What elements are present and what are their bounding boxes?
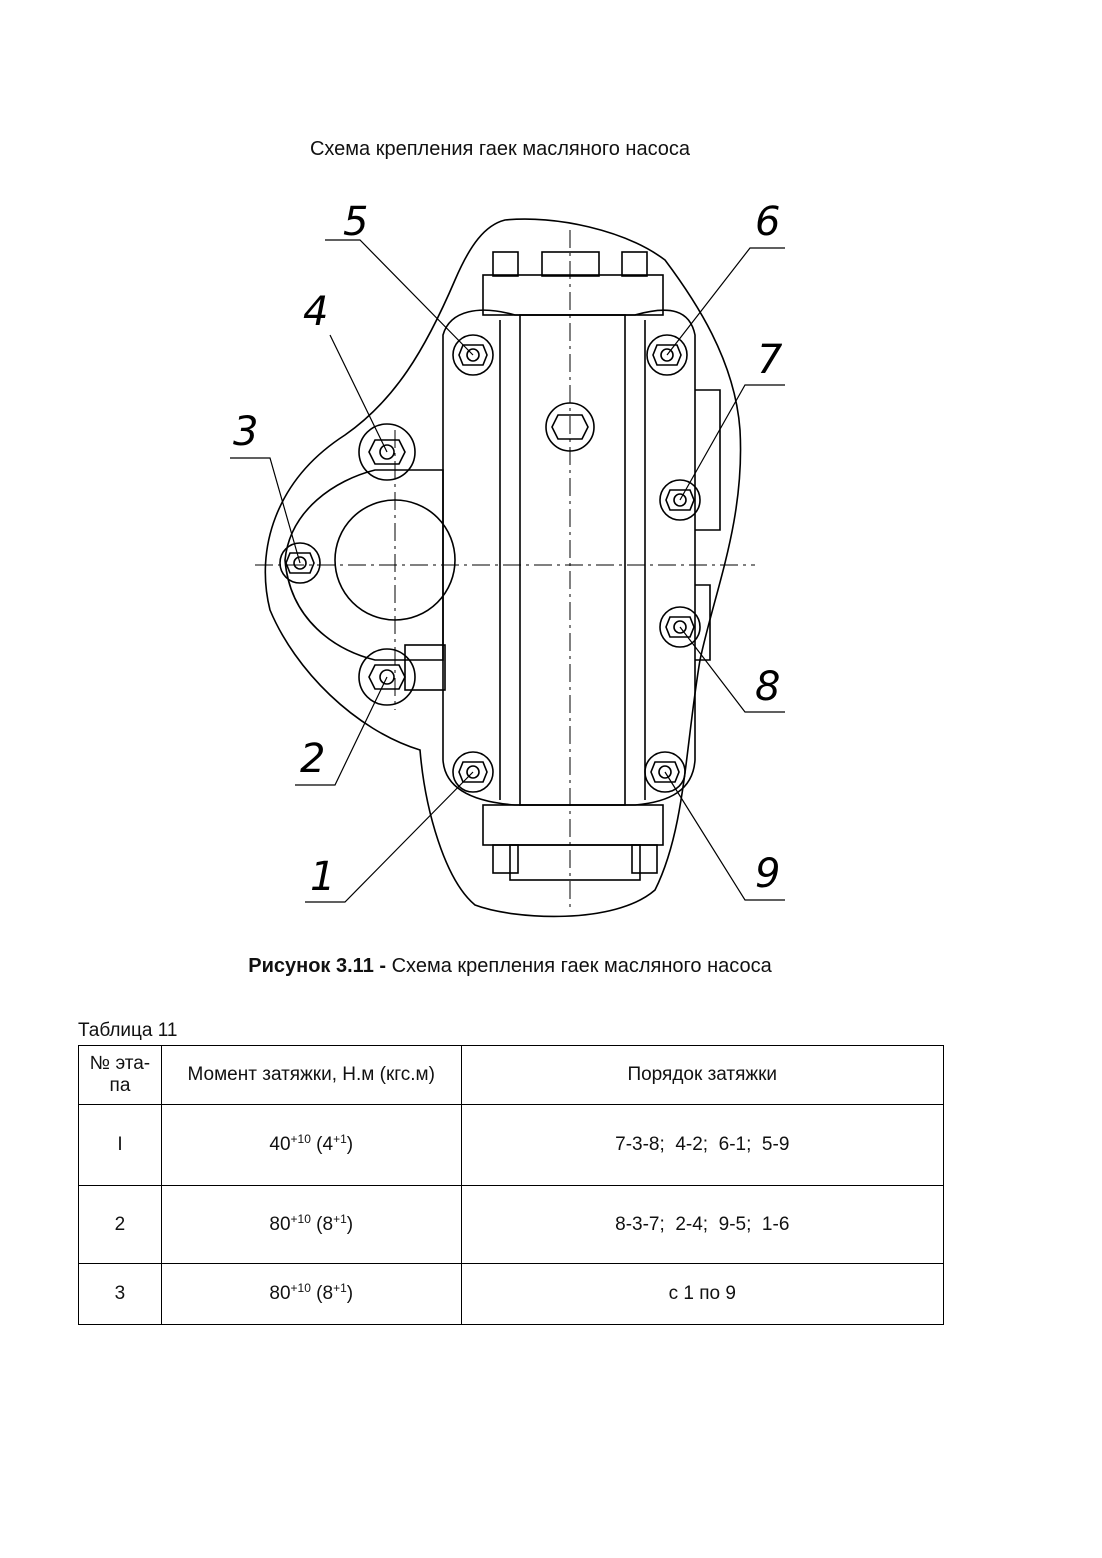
table-row: I 40+10 (4+1) 7-3-8; 4-2; 6-1; 5-9 <box>78 1104 945 1186</box>
bolt-label-3: 3 <box>233 409 258 455</box>
cell-torque: 80+10 (8+1) <box>160 1263 462 1325</box>
bolt-9 <box>644 751 686 793</box>
bolt-label-1: 1 <box>310 854 335 900</box>
figure-heading: Схема крепления гаек масляного насоса <box>309 138 691 160</box>
bolt-5 <box>452 334 494 376</box>
bolt-2 <box>358 648 416 706</box>
bolt-label-9: 9 <box>755 851 780 897</box>
bolt-1 <box>452 751 494 793</box>
housing-outline <box>264 218 742 918</box>
cell-torque: 40+10 (4+1) <box>160 1104 462 1186</box>
bolt-label-4: 4 <box>303 289 328 335</box>
bolt-6 <box>646 334 688 376</box>
cell-stage: 3 <box>78 1263 162 1325</box>
bolt-7 <box>659 479 701 521</box>
bolt-3 <box>279 542 321 584</box>
header-torque: Момент затяжки, Н.м (кгс.м) <box>160 1045 462 1105</box>
bolt-4 <box>358 423 416 481</box>
top-flange <box>482 274 664 316</box>
cell-order: 8-3-7; 2-4; 9-5; 1-6 <box>460 1185 945 1264</box>
caption-text: Схема крепления гаек масляного насоса <box>386 955 772 977</box>
bolt-label-7: 7 <box>757 337 783 383</box>
table-row: 3 80+10 (8+1) с 1 по 9 <box>78 1263 945 1325</box>
table-row: 2 80+10 (8+1) 8-3-7; 2-4; 9-5; 1-6 <box>78 1185 945 1264</box>
caption-prefix: Рисунок 3.11 - <box>248 955 387 977</box>
cell-stage: 2 <box>78 1185 162 1264</box>
bolt-label-8: 8 <box>755 664 780 710</box>
bolt-label-2: 2 <box>300 736 325 782</box>
table-label: Таблица 11 <box>78 1020 178 1041</box>
cell-torque: 80+10 (8+1) <box>160 1185 462 1264</box>
figure-caption: Рисунок 3.11 - Схема крепления гаек масл… <box>0 955 1020 978</box>
cell-stage: I <box>78 1104 162 1186</box>
bolt-label-5: 5 <box>343 199 368 245</box>
header-stage: № эта-па <box>78 1045 162 1105</box>
cell-order: 7-3-8; 4-2; 6-1; 5-9 <box>460 1104 945 1186</box>
table-header-row: № эта-па Момент затяжки, Н.м (кгс.м) Пор… <box>78 1045 945 1105</box>
pump-body <box>442 309 696 806</box>
bolt-8 <box>659 606 701 648</box>
bottom-flange <box>482 804 664 846</box>
bolt-label-6: 6 <box>755 199 780 245</box>
header-order: Порядок затяжки <box>460 1045 945 1105</box>
torque-table: № эта-па Момент затяжки, Н.м (кгс.м) Пор… <box>78 1045 945 1325</box>
oil-pump-drawing: 1 2 3 4 5 6 7 8 9 <box>230 199 785 918</box>
cell-order: с 1 по 9 <box>460 1263 945 1325</box>
